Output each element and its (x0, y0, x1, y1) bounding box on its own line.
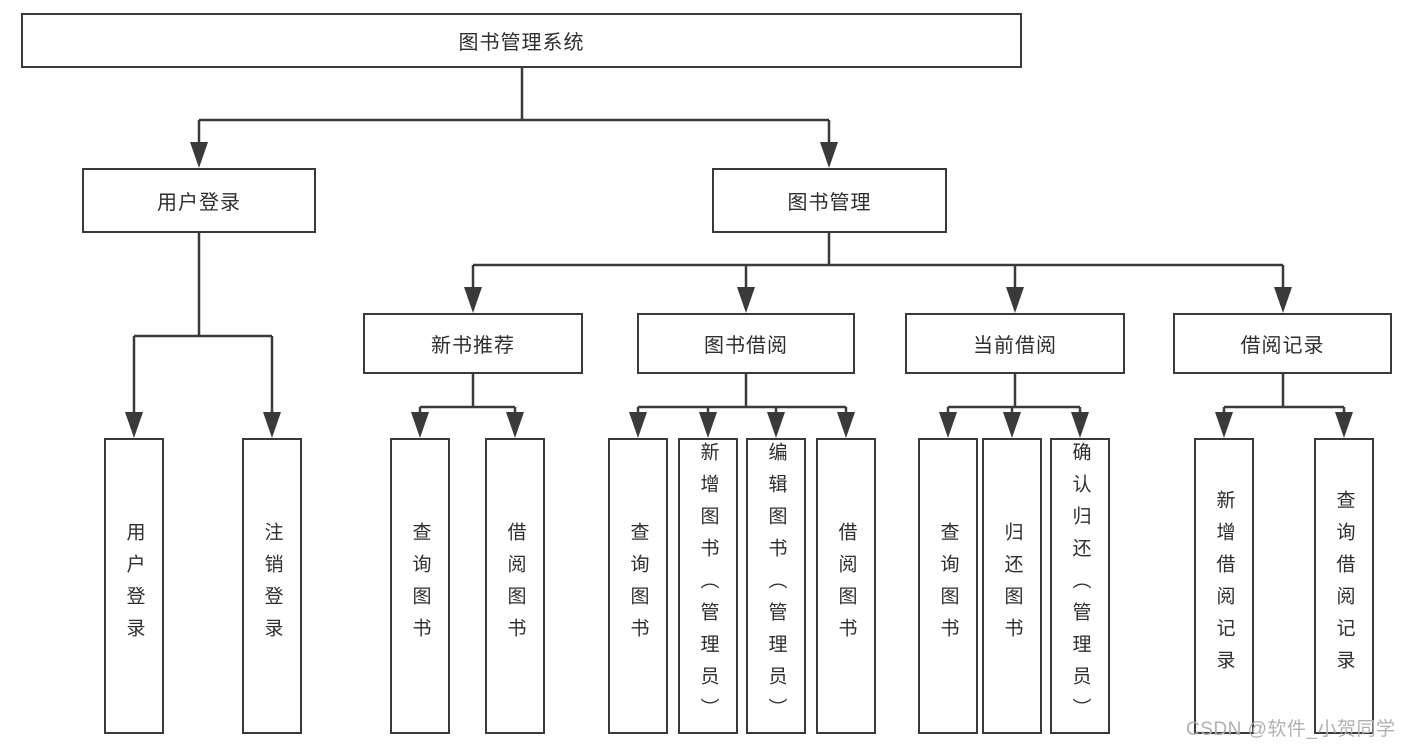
node-new-book-recommendation: 新书推荐 (363, 313, 583, 374)
leaf-logout-label: 注销登录 (261, 522, 283, 650)
leaf-user-login: 用户登录 (104, 438, 164, 734)
leaf-add-borrow-record: 新增借阅记录 (1194, 438, 1254, 734)
leaf-borrow-books-newbooks: 借阅图书 (485, 438, 545, 734)
leaf-borrow-books-newbooks-label: 借阅图书 (504, 522, 526, 650)
node-borrowing-records-label: 借阅记录 (1240, 335, 1325, 357)
arrowheads (125, 142, 1353, 438)
leaf-add-book-admin: 新增图书（管理员） (678, 438, 738, 734)
leaf-query-books-current: 查询图书 (918, 438, 978, 734)
leaf-borrow-books-borrow-label: 借阅图书 (835, 522, 857, 650)
leaf-query-books-newbooks-label: 查询图书 (409, 522, 431, 650)
node-book-management: 图书管理 (712, 168, 947, 233)
leaf-query-books-borrow-label: 查询图书 (627, 522, 649, 650)
leaf-confirm-return-admin: 确认归还（管理员） (1050, 438, 1110, 734)
leaf-query-borrow-record-label: 查询借阅记录 (1333, 490, 1355, 682)
node-root: 图书管理系统 (21, 13, 1022, 68)
leaf-query-books-newbooks: 查询图书 (390, 438, 450, 734)
leaf-edit-book-admin-label: 编辑图书（管理员） (765, 442, 787, 730)
node-book-borrowing: 图书借阅 (637, 313, 855, 374)
leaf-query-borrow-record: 查询借阅记录 (1314, 438, 1374, 734)
node-new-book-recommendation-label: 新书推荐 (431, 335, 515, 357)
leaf-add-borrow-record-label: 新增借阅记录 (1213, 490, 1235, 682)
leaf-logout: 注销登录 (242, 438, 302, 734)
node-current-borrowing: 当前借阅 (905, 313, 1125, 374)
leaf-query-books-borrow: 查询图书 (608, 438, 668, 734)
node-book-borrowing-label: 图书借阅 (704, 335, 788, 357)
leaf-confirm-return-admin-label: 确认归还（管理员） (1069, 442, 1091, 730)
leaf-query-books-current-label: 查询图书 (937, 522, 959, 650)
node-borrowing-records: 借阅记录 (1173, 313, 1392, 374)
leaf-borrow-books-borrow: 借阅图书 (816, 438, 876, 734)
node-user-login-label: 用户登录 (157, 192, 241, 214)
node-root-label: 图书管理系统 (458, 32, 585, 54)
leaf-return-books: 归还图书 (982, 438, 1042, 734)
leaf-user-login-label: 用户登录 (123, 522, 145, 650)
node-current-borrowing-label: 当前借阅 (973, 335, 1057, 357)
leaf-edit-book-admin: 编辑图书（管理员） (746, 438, 806, 734)
leaf-add-book-admin-label: 新增图书（管理员） (697, 442, 719, 730)
node-book-management-label: 图书管理 (787, 192, 872, 214)
leaf-return-books-label: 归还图书 (1001, 522, 1023, 650)
watermark-text: CSDN @软件_小贺同学 (1186, 719, 1396, 740)
node-user-login: 用户登录 (82, 168, 316, 233)
